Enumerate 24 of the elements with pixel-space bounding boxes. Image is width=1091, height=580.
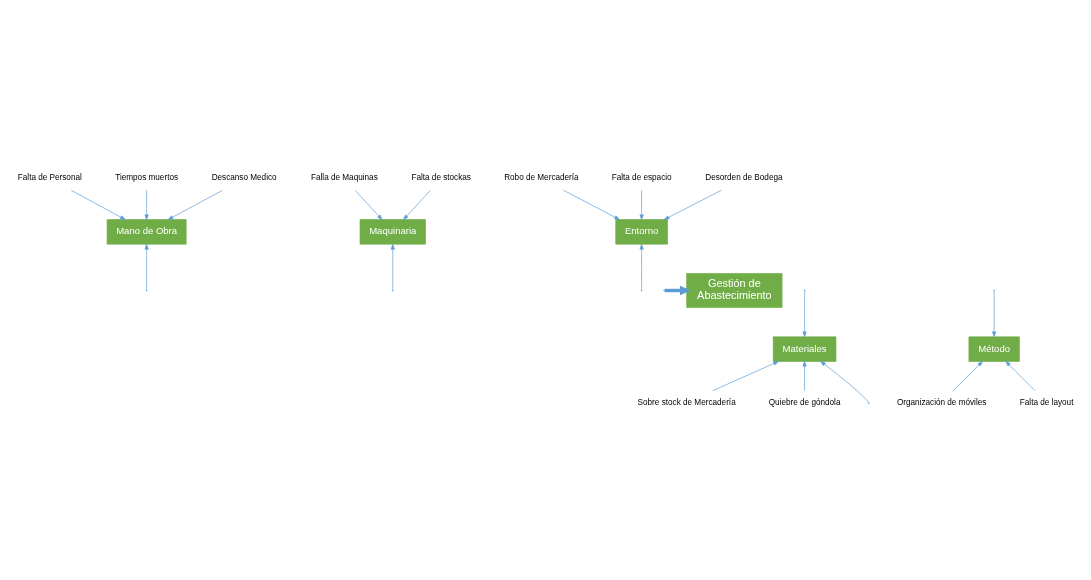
node-box: Entorno [615,218,668,244]
arrow [952,360,983,391]
node-box: Método [968,336,1020,362]
node-box: Gestión de Abastecimiento [686,272,783,308]
arrow [1005,360,1036,391]
arrow [820,360,869,403]
arrow [144,189,149,220]
node-box: Mano de Obra [106,218,187,244]
arrow [802,290,807,337]
arrow [403,189,431,220]
arrow [639,243,644,290]
arrow [639,189,644,220]
node-box: Materiales [772,336,837,362]
arrow [992,290,997,337]
arrow [712,360,779,391]
arrow [167,189,223,220]
arrow [663,189,722,220]
arrow [802,360,807,391]
node-box: Maquinaria [359,218,426,244]
arrow [144,243,149,290]
arrow [563,189,620,220]
arrow [354,189,383,220]
arrow [390,243,395,290]
arrow [70,189,126,220]
